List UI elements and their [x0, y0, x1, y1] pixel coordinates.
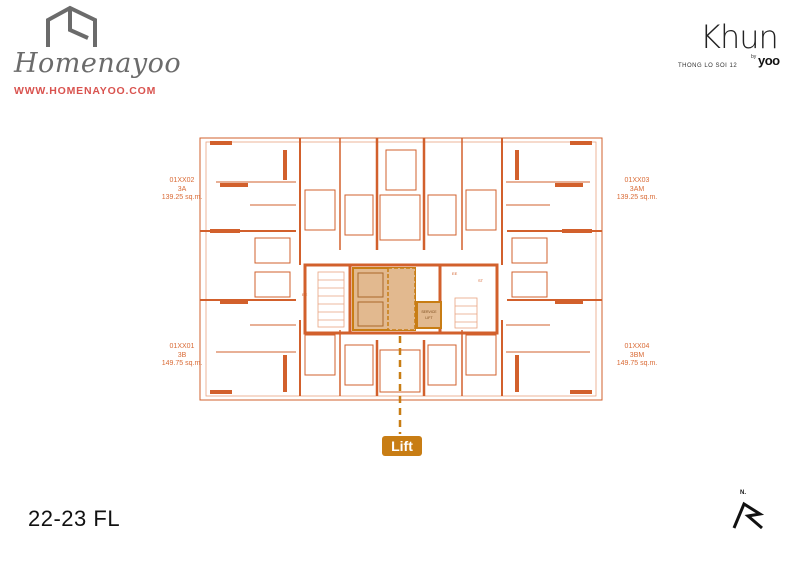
unit-label-01xx01: 01XX01 3B 149.75 sq.m.: [142, 343, 222, 369]
service-lift-label-2: LIFT: [425, 316, 433, 320]
unit-code: 01XX02: [169, 177, 195, 184]
unit-type: 3AM: [629, 185, 645, 193]
unit-area: 149.75 sq.m.: [161, 360, 203, 367]
unit-code: 01XX01: [169, 343, 195, 350]
unit-type: 3B: [177, 351, 187, 359]
floor-label: 22-23 FL: [28, 506, 121, 531]
project-name: Khun: [700, 18, 779, 56]
core-label-2: ST: [478, 278, 484, 283]
unit-area: 149.75 sq.m.: [616, 360, 658, 367]
unit-label-01xx04: 01XX04 3BM 149.75 sq.m.: [597, 343, 677, 369]
unit-label-01xx03: 01XX03 3AM 139.25 sq.m.: [597, 177, 677, 203]
unit-code: 01XX03: [624, 177, 650, 184]
service-lift-label-1: SERVICE: [421, 310, 437, 314]
house-outline-icon: [46, 5, 97, 47]
lift-core: [352, 267, 442, 331]
brand-url: WWW.HOMENAYOO.COM: [14, 85, 157, 97]
unit-area: 139.25 sq.m.: [616, 194, 658, 201]
north-label: N.: [740, 490, 746, 496]
lift-label: Lift: [382, 436, 422, 456]
core-label-1: EE: [452, 271, 458, 276]
unit-type: 3BM: [629, 351, 645, 359]
unit-code: 01XX04: [624, 343, 650, 350]
unit-type: 3A: [177, 185, 187, 193]
unit-label-01xx02: 01XX02 3A 139.25 sq.m.: [142, 177, 222, 203]
project-subtitle: THONG LO SOI 12: [678, 63, 738, 69]
core-label-3: EE: [302, 292, 308, 297]
unit-area: 139.25 sq.m.: [161, 194, 203, 201]
project-partner: yoo: [758, 53, 780, 68]
north-arrow-icon: [732, 501, 765, 530]
project-by: by: [751, 54, 757, 60]
brand-name: Homenayoo: [14, 48, 182, 79]
